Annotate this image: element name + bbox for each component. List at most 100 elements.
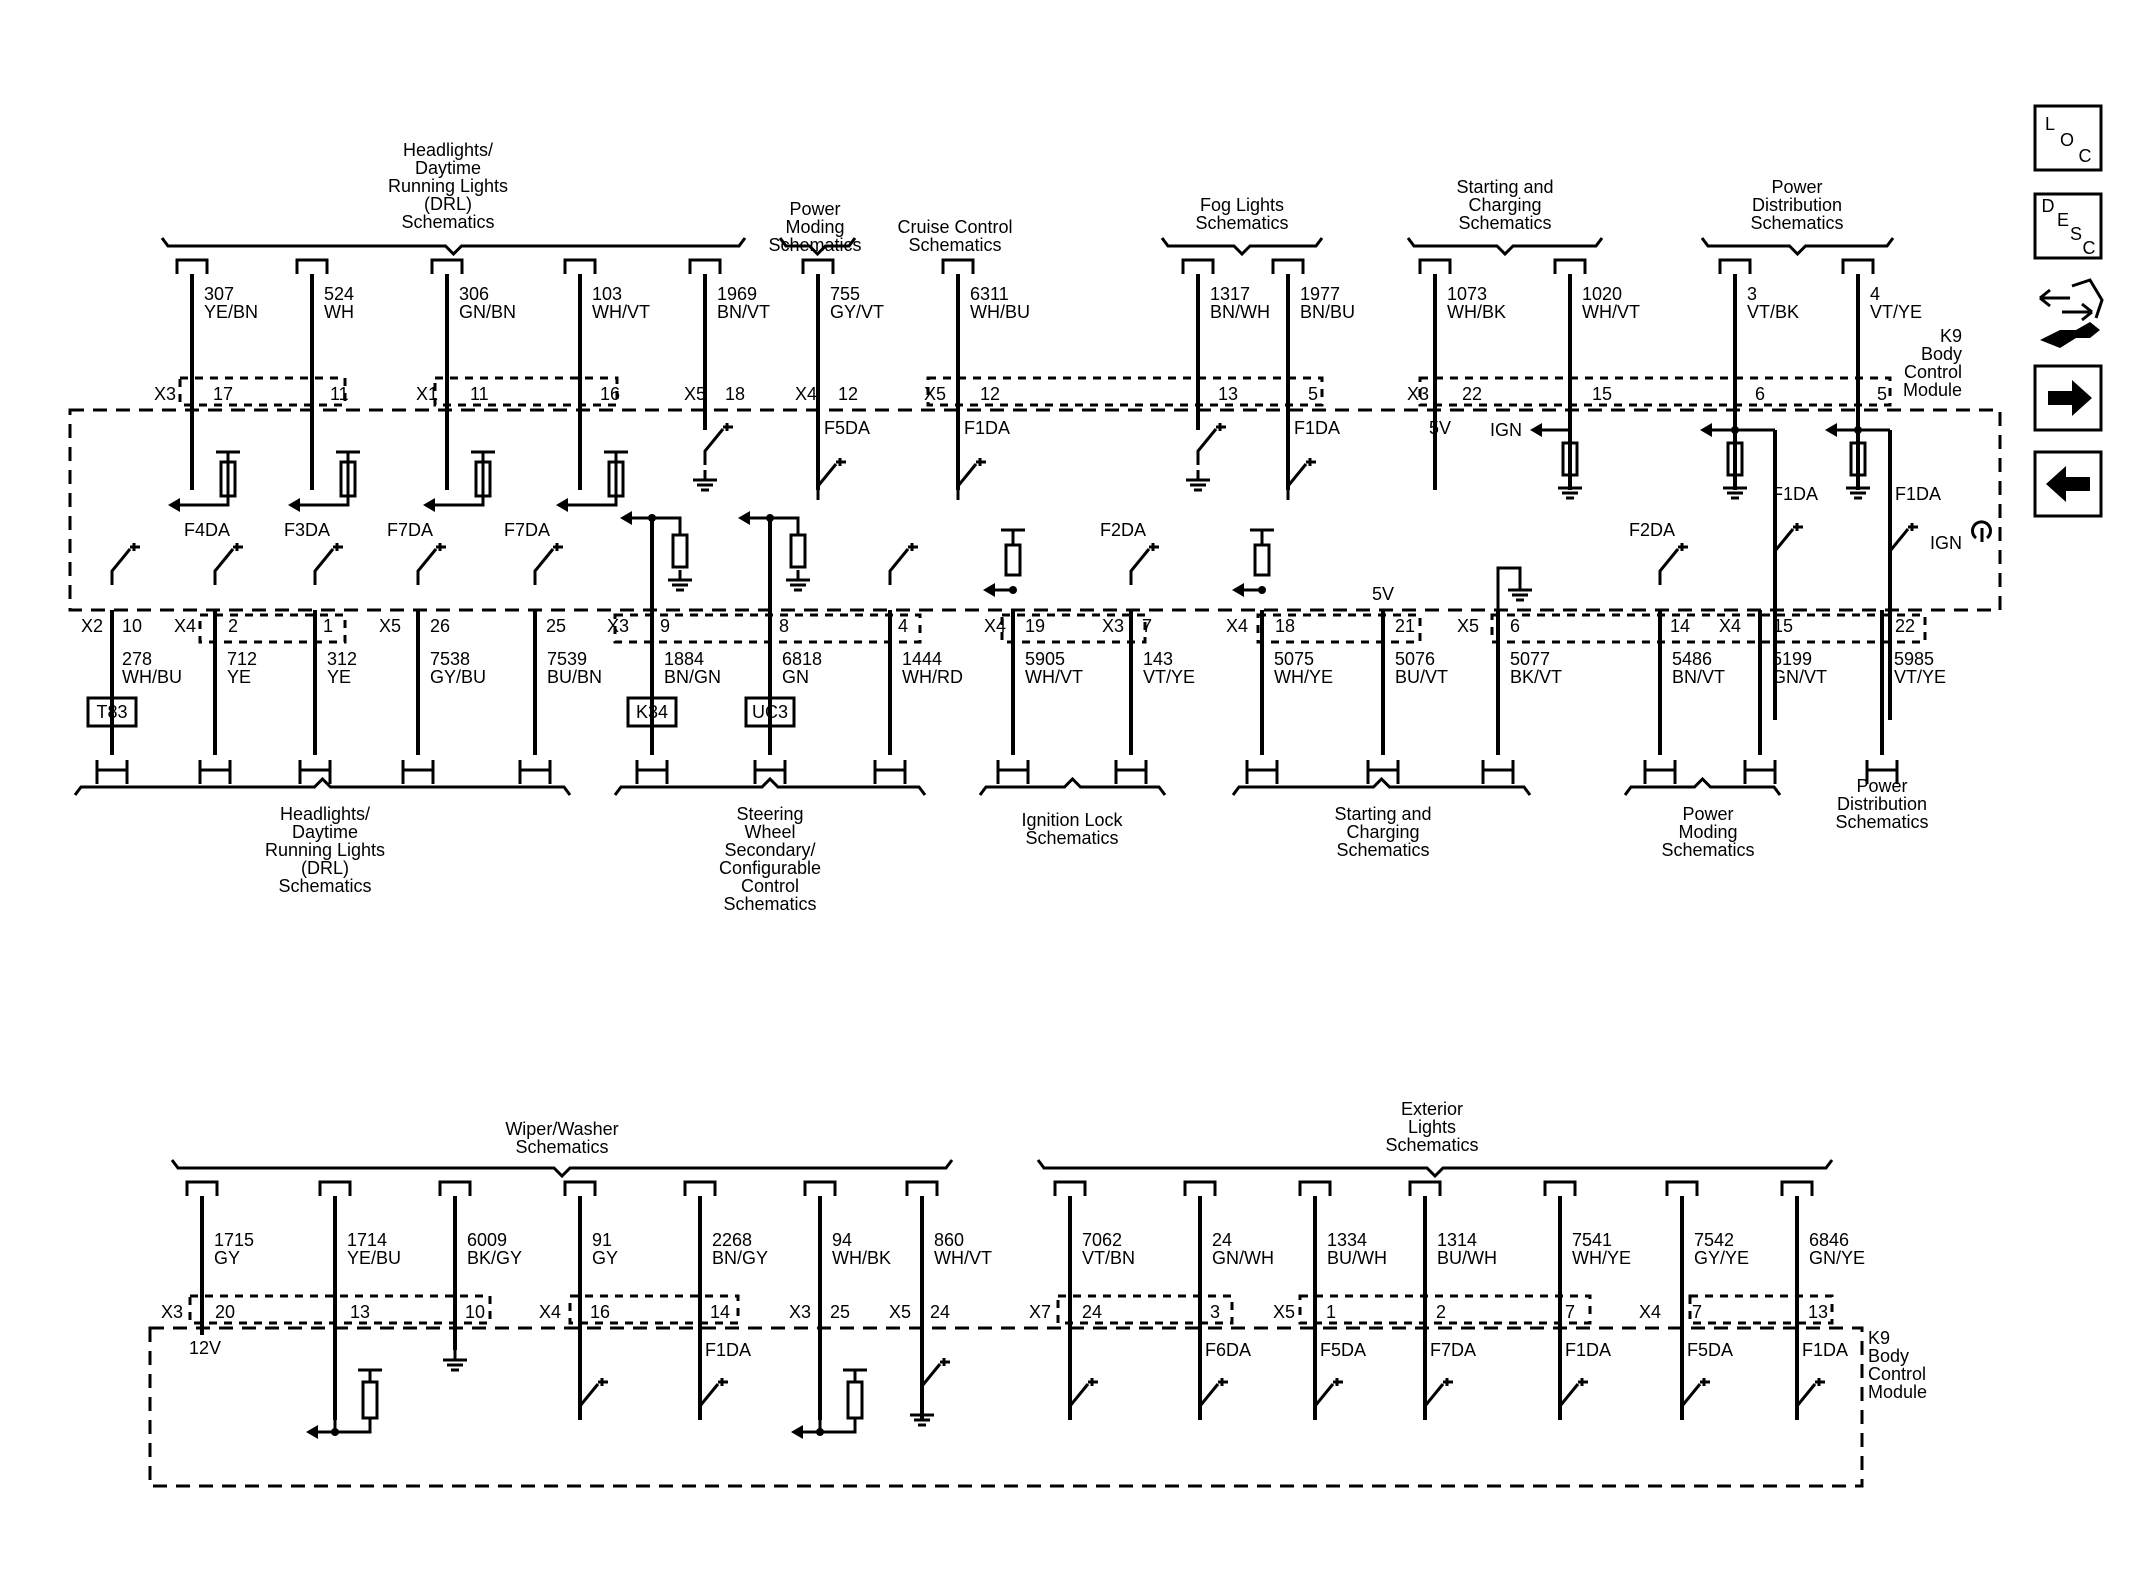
arrow-left-icon xyxy=(620,511,632,525)
resistor-icon xyxy=(789,533,807,569)
switch-contact xyxy=(1680,1383,1702,1420)
circuit-number: 24 xyxy=(1212,1230,1232,1250)
connector-cap-d2 xyxy=(563,1180,597,1196)
pin-number: 5 xyxy=(1308,384,1318,404)
label-fog-lights-schematics: Fog Lights xyxy=(1200,195,1284,215)
switch-contact xyxy=(1423,1383,1445,1420)
connector-cap-bottom xyxy=(518,768,552,784)
arrow-left-icon xyxy=(983,583,995,597)
connector-cap-top xyxy=(941,258,975,274)
resistor-icon xyxy=(671,533,689,569)
switch-contact xyxy=(956,463,978,500)
connector-end-view-icon[interactable] xyxy=(2039,278,2104,322)
pin-number: 4 xyxy=(898,616,908,636)
pin-number: 9 xyxy=(660,616,670,636)
connector-name: X4 xyxy=(1226,616,1248,636)
connector-group-bottom xyxy=(1256,613,1422,644)
pin-number: 24 xyxy=(930,1302,950,1322)
pullup-circuit xyxy=(180,452,230,507)
wire-color: VT/YE xyxy=(1143,667,1195,687)
pin-number: 5 xyxy=(1877,384,1887,404)
connector-cap-bottom xyxy=(1114,768,1148,784)
module-label: Module xyxy=(1903,380,1962,400)
wrench-icon[interactable] xyxy=(2040,322,2100,348)
wire-color: BN/BU xyxy=(1300,302,1355,322)
pin-number: 14 xyxy=(1670,616,1690,636)
connector-cap-top xyxy=(1718,258,1752,274)
connector-cap-bottom xyxy=(873,768,907,784)
wire-color: WH/BU xyxy=(970,302,1030,322)
fuse-label: F1DA xyxy=(1294,418,1340,438)
connector-group-d2 xyxy=(1688,1294,1834,1325)
wire-color: GN/BN xyxy=(459,302,516,322)
switch-contact xyxy=(1196,428,1218,465)
connector-name: X4 xyxy=(1639,1302,1661,1322)
module-label: Control xyxy=(1904,362,1962,382)
connector-cap-d2 xyxy=(1183,1180,1217,1196)
arrow-left-icon xyxy=(556,498,568,512)
arrow-left-icon xyxy=(1825,423,1837,437)
label-ign: IGN xyxy=(1930,533,1962,553)
ground-link xyxy=(1496,566,1522,610)
wire-color: VT/BN xyxy=(1082,1248,1135,1268)
wire-color: GY xyxy=(214,1248,240,1268)
desc-button[interactable] xyxy=(2033,192,2103,260)
pin-number: 7 xyxy=(1142,616,1152,636)
arrow-left-icon xyxy=(791,1425,803,1439)
pin-number: 6 xyxy=(1510,616,1520,636)
connector-group-d2 xyxy=(188,1294,492,1325)
label-headlights-schematics: Running Lights xyxy=(265,840,385,860)
connector-name: X4 xyxy=(539,1302,561,1322)
circuit-number: 755 xyxy=(830,284,860,304)
label-power-moding-schematics: Power xyxy=(789,199,840,219)
component-label: T83 xyxy=(96,702,127,722)
connector-name: X3 xyxy=(1102,616,1124,636)
connector-cap-d2 xyxy=(803,1180,837,1196)
label-starting-charging-schematics: Charging xyxy=(1468,195,1541,215)
label-cruise-control-schematics: Schematics xyxy=(908,235,1001,255)
connector-cap-top xyxy=(801,258,835,274)
pin-number: 16 xyxy=(590,1302,610,1322)
connector-name: X4 xyxy=(1719,616,1741,636)
circuit-number: 1969 xyxy=(717,284,757,304)
wire-color: WH/BU xyxy=(122,667,182,687)
connector-name: X1 xyxy=(416,384,438,404)
pin-number: 1 xyxy=(1326,1302,1336,1322)
bracket-starting-bottom xyxy=(1231,776,1532,796)
circuit-number: 4 xyxy=(1870,284,1880,304)
bracket-headlights-top xyxy=(160,237,747,257)
wire-color: YE xyxy=(227,667,251,687)
resistor-icon xyxy=(1004,543,1022,577)
label-starting-charging-schematics: Charging xyxy=(1346,822,1419,842)
loc-button[interactable] xyxy=(2033,104,2103,172)
pin-number: 14 xyxy=(710,1302,730,1322)
label-power-moding-schematics: Moding xyxy=(785,217,844,237)
connector-group-top xyxy=(1418,376,1892,407)
pin-number: 6 xyxy=(1755,384,1765,404)
pin-number: 10 xyxy=(122,616,142,636)
arrow-left-icon xyxy=(1232,583,1244,597)
bracket-fog-top xyxy=(1160,237,1324,257)
connector-cap-bottom xyxy=(1114,760,1148,772)
wire-color: BN/VT xyxy=(717,302,770,322)
switch-contact xyxy=(578,1383,600,1420)
connector-cap-bottom xyxy=(1366,760,1400,772)
fuse-label: F1DA xyxy=(705,1340,751,1360)
pin-number: 12 xyxy=(838,384,858,404)
pin-number: 13 xyxy=(350,1302,370,1322)
connector-name: X3 xyxy=(1407,384,1429,404)
circuit-number: 1020 xyxy=(1582,284,1622,304)
pin-number: 18 xyxy=(725,384,745,404)
circuit-number: 7539 xyxy=(547,649,587,669)
label-power-moding-schematics: Schematics xyxy=(768,235,861,255)
pin-number: 20 xyxy=(215,1302,235,1322)
connector-cap-bottom xyxy=(1643,768,1677,784)
component-label: UC3 xyxy=(752,702,788,722)
circuit-number: 6009 xyxy=(467,1230,507,1250)
arrow-right-icon xyxy=(2048,380,2092,416)
label-ign: IGN xyxy=(1490,420,1522,440)
wire-color: WH/YE xyxy=(1274,667,1333,687)
connector-group-d2 xyxy=(1056,1294,1234,1325)
fuse-label: F1DA xyxy=(1565,1340,1611,1360)
wire-color: WH/BK xyxy=(832,1248,891,1268)
